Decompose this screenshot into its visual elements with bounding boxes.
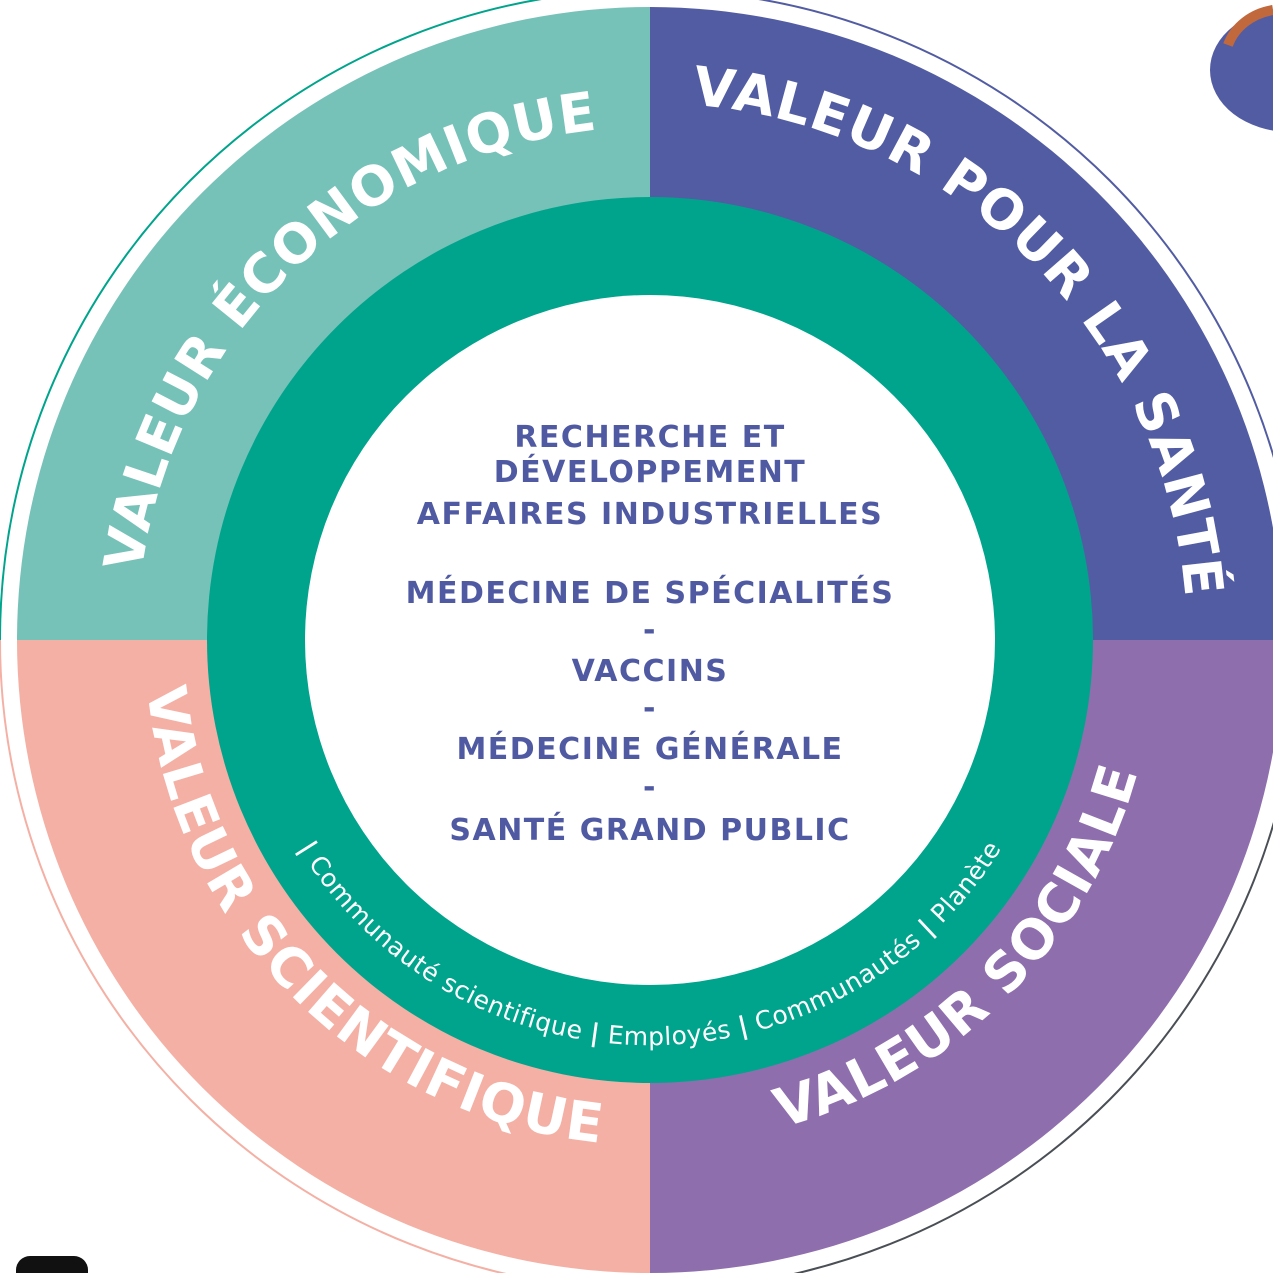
ring-separator: | [588, 1018, 601, 1048]
center-circle [305, 295, 995, 985]
center-line-dash-2: - [643, 691, 657, 726]
decorative-figure [1210, 5, 1273, 131]
outline-top-right [757, 0, 1273, 459]
center-line-dash-1: - [643, 613, 657, 648]
outline-top-left [0, 0, 543, 641]
center-line-research: RECHERCHE ET [514, 420, 785, 455]
center-line-development: DÉVELOPPEMENT [494, 454, 807, 490]
center-line-vaccines: VACCINS [572, 654, 729, 689]
decorative-corner-shape [16, 1256, 88, 1273]
center-line-general-medicine: MÉDECINE GÉNÉRALE [456, 731, 843, 767]
center-line-specialty-medicine: MÉDECINE DE SPÉCIALITÉS [406, 575, 895, 611]
outline-bottom-right [793, 821, 1273, 1273]
outline-bottom-left [0, 639, 507, 1273]
center-line-industrial-affairs: AFFAIRES INDUSTRIELLES [417, 497, 883, 532]
center-text: RECHERCHE ET DÉVELOPPEMENT AFFAIRES INDU… [406, 420, 895, 848]
center-line-consumer-health: SANTÉ GRAND PUBLIC [449, 812, 850, 848]
center-line-dash-3: - [643, 770, 657, 805]
